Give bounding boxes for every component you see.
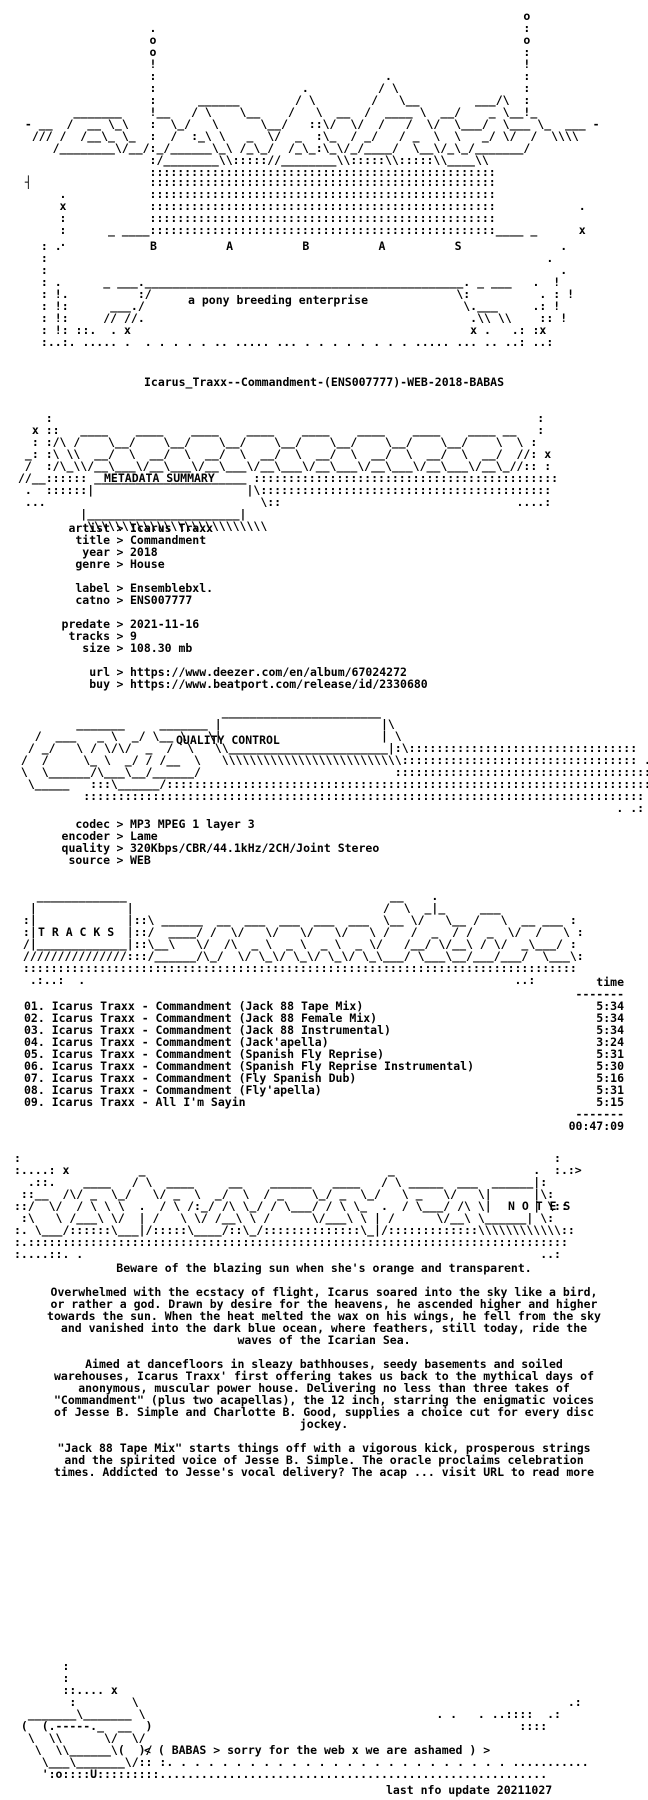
quality-row: encoder>Lame [61, 829, 158, 843]
babas-spaced-letters: B A B A S [150, 239, 462, 253]
notes-paragraph: Overwhelmed with the ecstacy of flight, … [47, 1285, 601, 1347]
metadata-row: title>Commandment [75, 533, 207, 547]
metadata-row: url>https://www.deezer.com/en/album/6702… [89, 665, 407, 679]
notes-body: Beware of the blazing sun when she's ora… [0, 1262, 648, 1274]
quality-banner-art: _______________________ _______ _______ … [20, 705, 648, 815]
total-underline: ------- [575, 1107, 624, 1121]
track-row: 01. Icarus Traxx - Commandment (Jack 88 … [24, 999, 624, 1013]
buy-link[interactable]: https://www.beatport.com/release/id/2330… [130, 677, 428, 691]
time-underline: ------- [575, 987, 624, 1001]
notes-paragraph: "Jack 88 Tape Mix" starts things off wit… [53, 1441, 595, 1479]
track-row: 02. Icarus Traxx - Commandment (Jack 88 … [24, 1011, 624, 1025]
metadata-row: size>108.30 mb [82, 641, 193, 655]
metadata-row: buy>https://www.beatport.com/release/id/… [89, 677, 428, 691]
quality-list: codec>MP3 MPEG 1 layer 3 encoder>Lame qu… [0, 817, 380, 867]
quality-row: source>WEB [68, 853, 151, 867]
notes-paragraphs: Overwhelmed with the ecstacy of flight, … [44, 1286, 604, 1490]
metadata-row: predate>2021-11-16 [61, 617, 200, 631]
metadata-row: year>2018 [82, 545, 158, 559]
footer-message: < ( BABAS > sorry for the web x we are a… [144, 1743, 491, 1757]
babas-logo-art: o . : o o o [24, 9, 600, 179]
metadata-row: catno>ENS007777 [75, 593, 193, 607]
metadata-list: artist>Icarus Traxx title>Commandment ye… [0, 522, 428, 690]
release-name: Icarus_Traxx--Commandment-(ENS007777)-WE… [143, 375, 505, 389]
metadata-row: genre>House [75, 557, 165, 571]
time-header: time [596, 975, 624, 989]
tracks-title: T R A C K S [38, 925, 115, 939]
quality-row: codec>MP3 MPEG 1 layer 3 [75, 817, 255, 831]
metadata-row: artist>Icarus Traxx [68, 521, 214, 535]
track-row: 08. Icarus Traxx - Commandment (Fly'apel… [24, 1083, 624, 1097]
notes-paragraph: Aimed at dancefloors in sleazy bathhouse… [53, 1357, 595, 1431]
track-row: 03. Icarus Traxx - Commandment (Jack 88 … [24, 1023, 624, 1037]
tracks-banner-art: _____________ __ . | | / \ _|_ ___ :| |:… [22, 889, 584, 987]
total-time: 00:47:09 [568, 1119, 624, 1133]
tagline: a pony breeding enterprise [188, 293, 369, 307]
last-update: last nfo update 20211027 [386, 1783, 553, 1797]
track-row: 07. Icarus Traxx - Commandment (Fly Span… [24, 1071, 624, 1085]
track-row: 06. Icarus Traxx - Commandment (Spanish … [24, 1059, 624, 1073]
metadata-row: label>Ensemblebxl. [75, 581, 214, 595]
quality-title: QUALITY CONTROL [176, 733, 280, 747]
tracks-list: time ------- 01. Icarus Traxx - Commandm… [24, 976, 624, 1132]
notes-title: N O T E S [508, 1199, 571, 1213]
track-row: 05. Icarus Traxx - Commandment (Spanish … [24, 1047, 624, 1061]
logo-body-art: ┤ ::::::::::::::::::::::::::::::::::::::… [24, 175, 586, 249]
notes-banner-art: : : :....: x _ _ . :.:> .::. ____ / \ __… [14, 1151, 582, 1261]
metadata-banner-art: : : x :: ____ ____ ____ ____ ____ ____ _… [18, 411, 559, 533]
footer-art: : : ::.... x : \ .: _______\_______ \ . … [20, 1659, 589, 1781]
metadata-title: METADATA SUMMARY [104, 471, 215, 485]
logo-frame-art: : . . : . : [40, 239, 575, 349]
url-link[interactable]: https://www.deezer.com/en/album/67024272 [130, 665, 407, 679]
track-row: 04. Icarus Traxx - Commandment (Jack'ape… [24, 1035, 624, 1049]
notes-lead: Beware of the blazing sun when she's ora… [116, 1261, 532, 1275]
metadata-row: tracks>9 [68, 629, 137, 643]
quality-row: quality>320Kbps/CBR/44.1kHz/2CH/Joint St… [61, 841, 380, 855]
